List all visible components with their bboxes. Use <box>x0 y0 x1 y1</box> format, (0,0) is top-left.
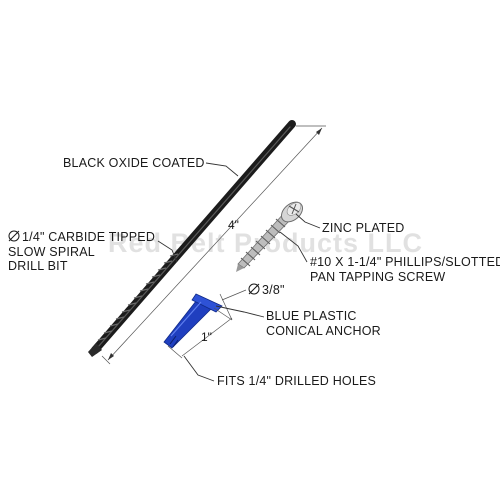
diameter-symbol-icon <box>8 230 20 242</box>
drill-label-line3: DRILL BIT <box>8 259 68 273</box>
zinc-leader <box>295 213 321 229</box>
drill-label-line1: 1/4" CARBIDE TIPPED <box>22 230 155 244</box>
drill-bit <box>88 120 296 357</box>
fits-leader <box>183 355 215 382</box>
coating-label: BLACK OXIDE COATED <box>63 156 205 170</box>
anchor-length-label: 1" <box>201 330 212 344</box>
anchor-diameter-symbol-icon <box>248 283 260 295</box>
zinc-label: ZINC PLATED <box>322 221 405 235</box>
drill-description: 1/4" CARBIDE TIPPED SLOW SPIRAL DRILL BI… <box>8 230 155 273</box>
conical-anchor <box>163 293 223 349</box>
coating-leader <box>205 162 239 177</box>
anchor-diameter-callout: 3/8" <box>219 283 285 321</box>
anchor-diameter-label: 3/8" <box>262 283 285 297</box>
fits-label: FITS 1/4" DRILLED HOLES <box>217 374 376 388</box>
anchor-label-line2: CONICAL ANCHOR <box>266 324 381 338</box>
drill-length-label: 4" <box>228 218 239 232</box>
screw-leader <box>279 231 308 263</box>
drill-length-dimension <box>101 125 326 365</box>
screw-label-line2: PAN TAPPING SCREW <box>310 270 445 284</box>
drill-description-leader <box>157 240 178 263</box>
screw-label-line1: #10 X 1-1/4" PHILLIPS/SLOTTED <box>310 255 500 269</box>
anchor-label-line1: BLUE PLASTIC <box>266 309 357 323</box>
anchor-length-dimension <box>167 307 233 359</box>
drill-label-line2: SLOW SPIRAL <box>8 245 95 259</box>
tapping-screw <box>236 201 304 272</box>
anchor-leader <box>215 305 265 318</box>
